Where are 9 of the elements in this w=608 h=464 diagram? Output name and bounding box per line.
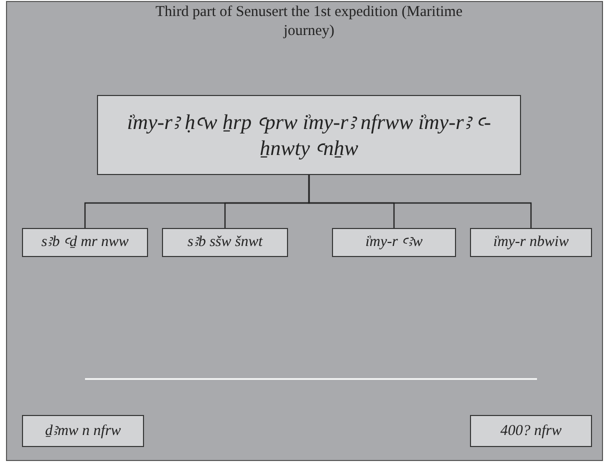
label-box: sꜣb sšw šnwt bbox=[162, 228, 288, 257]
label-box: sꜣb ꜥḏ mr nww bbox=[22, 228, 148, 257]
label-box: i͗my-r nbwiw bbox=[470, 228, 592, 257]
label-box: i͗my-r ꜥꜣw bbox=[332, 228, 456, 257]
connector-line bbox=[308, 175, 532, 228]
title: Third part of Senusert the 1st expedition (Maritime journey) bbox=[154, 3, 464, 41]
label-box: i͗my-rꜣ ḥꜥw ẖrp ꜥprw i͗my-rꜣ nfrww i͗my-rꜣ ꜥ-ẖnwty ꜥnẖw bbox=[97, 95, 521, 175]
label-box: ḏꜣmw n nfrw bbox=[22, 415, 144, 447]
label-box: 400? nfrw bbox=[470, 415, 592, 447]
